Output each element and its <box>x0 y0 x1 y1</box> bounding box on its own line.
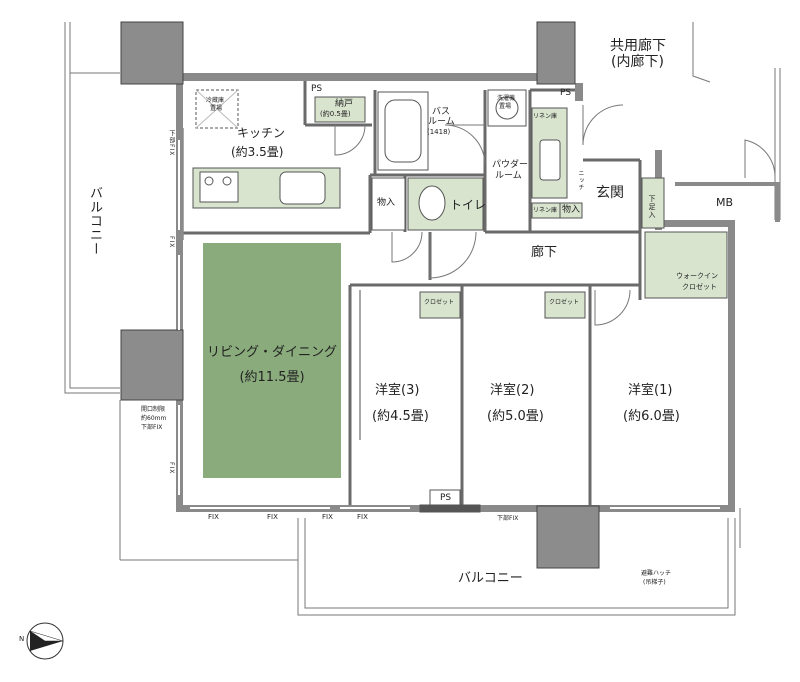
powder-room-label: パウダー <box>492 160 529 170</box>
fix-mid-left-label: FIX <box>167 236 175 249</box>
room-2-size: (約5.0畳) <box>487 409 544 424</box>
window-marks <box>178 140 720 509</box>
shoe-storage-label: 下足入 <box>648 195 657 219</box>
fix-bottom-label-3: FIX <box>322 513 333 521</box>
kitchen-label: キッチン <box>237 126 286 140</box>
north-label: N <box>19 635 25 643</box>
closet-2-label: クロゼット <box>549 299 580 306</box>
fridge-space-label: 冷蔵庫 <box>206 97 225 104</box>
washer-space-label: 洗濯機 <box>497 95 516 102</box>
north-compass-icon <box>26 622 64 660</box>
inner-corridor-label: (内廊下) <box>611 54 664 70</box>
linen-bottom-label: リネン庫 <box>533 207 558 214</box>
ps-label-bottom: PS <box>440 493 452 503</box>
storage-1-label: 物入 <box>377 198 396 208</box>
washer-space-sub: 置場 <box>499 103 512 110</box>
closet-3-label: クロゼット <box>424 299 455 306</box>
fixtures <box>192 89 728 513</box>
fix-bottom-lower-label: 下部FIX <box>497 515 519 522</box>
ps-label-top-left: PS <box>311 84 323 94</box>
evacuation-hatch-label: 避難ハッチ <box>641 570 672 577</box>
living-dining-size: (約11.5畳) <box>239 370 305 385</box>
kitchen-size: (約3.5畳) <box>231 145 284 159</box>
hallway-label: 廊下 <box>531 245 558 260</box>
storage-closet-size: (約0.5畳) <box>320 110 351 118</box>
storage-2-label: 物入 <box>562 205 581 215</box>
fix-low-left-label: FIX <box>167 462 175 475</box>
opening-limit-label-2: 約60mm <box>141 415 167 422</box>
mb-label: MB <box>716 196 734 209</box>
bottom-balcony-outline <box>297 518 736 616</box>
opening-limit-label-3: 下部FIX <box>141 424 163 431</box>
side-balcony-label: バルコニー <box>86 186 102 256</box>
fix-bottom-label-1: FIX <box>208 513 219 521</box>
door-swings <box>334 104 776 340</box>
linen-top-label: リネン庫 <box>533 113 558 120</box>
fix-bottom-label-2: FIX <box>267 513 278 521</box>
walk-in-closet-label: ウォークイン <box>676 272 718 280</box>
walk-in-closet-sub: クロゼット <box>682 283 717 291</box>
side-balcony-outline <box>64 22 298 561</box>
room-3-size: (約4.5畳) <box>372 409 429 424</box>
entrance-label: 玄関 <box>596 185 624 201</box>
structural-columns <box>120 21 600 569</box>
powder-room-sub: ルーム <box>495 171 522 181</box>
toilet-label: トイレ <box>450 198 487 212</box>
room-3-label: 洋室(3) <box>375 383 420 398</box>
evacuation-hatch-sub: (吊梯子) <box>643 579 666 586</box>
thin-walls <box>182 128 361 440</box>
bath-size-label: (1418) <box>427 128 451 136</box>
niche-label: ニッチ <box>576 170 584 191</box>
common-corridor-label: 共用廊下 <box>610 38 666 54</box>
bottom-balcony-label: バルコニー <box>458 571 523 586</box>
fix-lower-left-label: 下部FIX <box>167 130 175 157</box>
fridge-space-sub: 置場 <box>210 105 223 112</box>
room-1-label: 洋室(1) <box>628 383 673 398</box>
room-2-label: 洋室(2) <box>490 383 535 398</box>
bath-room-label: ルーム <box>428 117 455 127</box>
living-dining-label: リビング・ダイニング <box>206 345 337 360</box>
fix-bottom-label-4: FIX <box>357 513 368 521</box>
room-1-size: (約6.0畳) <box>623 409 680 424</box>
opening-limit-label-1: 開口制限 <box>141 406 166 413</box>
bath-label: バス <box>432 107 451 117</box>
living-dining-area <box>203 243 341 478</box>
storage-closet-label: 納戸 <box>335 99 354 109</box>
ps-label-top-right: PS <box>560 88 572 98</box>
